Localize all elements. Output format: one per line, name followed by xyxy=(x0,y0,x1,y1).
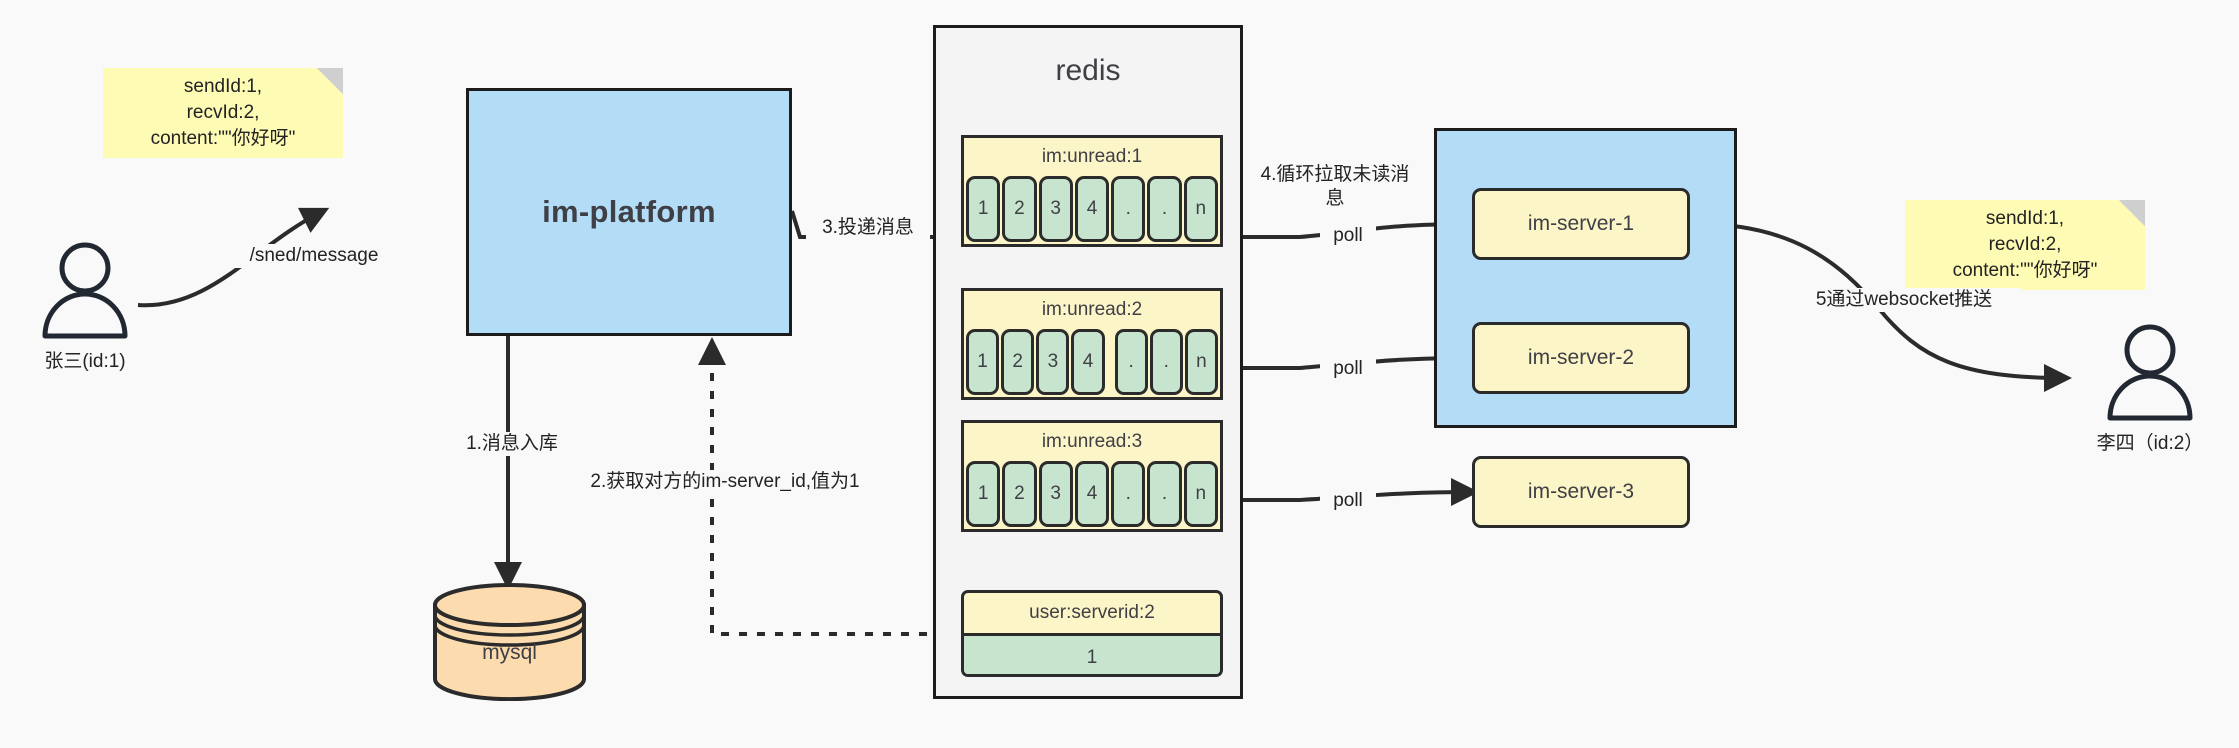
redis-title: redis xyxy=(1055,54,1121,87)
list-cell: . xyxy=(1149,329,1183,395)
im-platform-label: im-platform xyxy=(542,194,716,229)
edge-label-step3: 3.投递消息 xyxy=(806,216,930,240)
im-server-3-label: im-server-3 xyxy=(1527,480,1635,503)
redis-user-serverid-entry[interactable]: user:serverid:2 1 xyxy=(961,590,1223,677)
im-server-3-box[interactable]: im-server-3 xyxy=(1472,456,1690,528)
redis-unread-list-2[interactable]: im:unread:2 1 2 3 4 . . n xyxy=(961,288,1223,400)
list-cell: 1 xyxy=(966,329,1000,395)
list-cell: . xyxy=(1114,329,1148,395)
edge-label-poll-2: poll xyxy=(1320,357,1376,381)
mysql-database[interactable]: mysql xyxy=(432,583,587,701)
redis-unread-list-3-cells: 1 2 3 4 . . n xyxy=(964,461,1220,529)
note-fold-corner xyxy=(2119,200,2145,226)
receiver-message-note: sendId:1, recvId:2, content:""你好呀" xyxy=(1905,200,2145,290)
edge-send-message xyxy=(137,207,330,308)
list-cell: 2 xyxy=(1001,329,1035,395)
redis-unread-list-3-key: im:unread:3 xyxy=(1041,431,1143,452)
receiver-caption: 李四（id:2） xyxy=(2096,433,2204,454)
edge-label-send-message: /sned/message xyxy=(232,244,396,268)
receiver-person: 李四（id:2） xyxy=(2085,322,2215,455)
list-cell: 4 xyxy=(1074,461,1110,527)
list-cell: n xyxy=(1184,329,1218,395)
edge-label-step4: 4.循环拉取未读消 息 xyxy=(1253,163,1417,211)
redis-unread-list-3[interactable]: im:unread:3 1 2 3 4 . . n xyxy=(961,420,1223,532)
redis-user-serverid-value: 1 xyxy=(964,633,1220,674)
im-server-2-box[interactable]: im-server-2 xyxy=(1472,322,1690,394)
list-cell: . xyxy=(1111,176,1146,242)
list-cell: 1 xyxy=(966,176,1001,242)
list-cell: 4 xyxy=(1074,176,1110,242)
redis-unread-list-2-cells: 1 2 3 4 . . n xyxy=(964,329,1220,397)
list-cell: 3 xyxy=(1036,329,1070,395)
list-cell: . xyxy=(1147,176,1182,242)
person-icon xyxy=(42,242,128,339)
list-cell: 1 xyxy=(966,461,1001,527)
redis-unread-list-1-key: im:unread:1 xyxy=(1041,146,1143,167)
redis-unread-list-1[interactable]: im:unread:1 1 2 3 4 . . n xyxy=(961,135,1223,247)
im-platform-box[interactable]: im-platform xyxy=(466,88,792,336)
redis-user-serverid-key: user:serverid:2 xyxy=(1029,602,1155,623)
edge-label-step1: 1.消息入库 xyxy=(455,432,569,456)
list-cell: 2 xyxy=(1002,176,1037,242)
list-cell: n xyxy=(1183,461,1218,527)
edge-poll-3 xyxy=(1222,478,1479,507)
edge-label-poll-1: poll xyxy=(1320,224,1376,248)
sender-person: 张三(id:1) xyxy=(20,240,150,373)
sender-message-note-text: sendId:1, recvId:2, content:""你好呀" xyxy=(150,76,296,149)
list-cell: n xyxy=(1183,176,1218,242)
receiver-message-note-text: sendId:1, recvId:2, content:""你好呀" xyxy=(1952,208,2098,281)
edge-label-step5: 5通过websocket推送 xyxy=(1787,288,2021,312)
edge-label-step2: 2.获取对方的im-server_id,值为1 xyxy=(573,470,877,494)
im-server-1-box[interactable]: im-server-1 xyxy=(1472,188,1690,260)
redis-unread-list-1-cells: 1 2 3 4 . . n xyxy=(964,176,1220,244)
mysql-label: mysql xyxy=(482,641,537,664)
list-cell: 2 xyxy=(1002,461,1037,527)
im-server-2-label: im-server-2 xyxy=(1527,346,1635,369)
sender-caption: 张三(id:1) xyxy=(44,351,126,372)
sender-message-note: sendId:1, recvId:2, content:""你好呀" xyxy=(103,68,343,158)
list-cell: . xyxy=(1147,461,1182,527)
list-cell: 4 xyxy=(1071,329,1105,395)
person-icon xyxy=(2107,324,2193,421)
list-cell: . xyxy=(1111,461,1146,527)
list-cell: 3 xyxy=(1038,176,1073,242)
cylinder-icon xyxy=(433,583,586,701)
edge-label-poll-3: poll xyxy=(1320,489,1376,513)
redis-unread-list-2-key: im:unread:2 xyxy=(1041,299,1143,320)
im-server-1-label: im-server-1 xyxy=(1527,212,1635,235)
list-cell: 3 xyxy=(1038,461,1073,527)
note-fold-corner xyxy=(317,68,343,94)
